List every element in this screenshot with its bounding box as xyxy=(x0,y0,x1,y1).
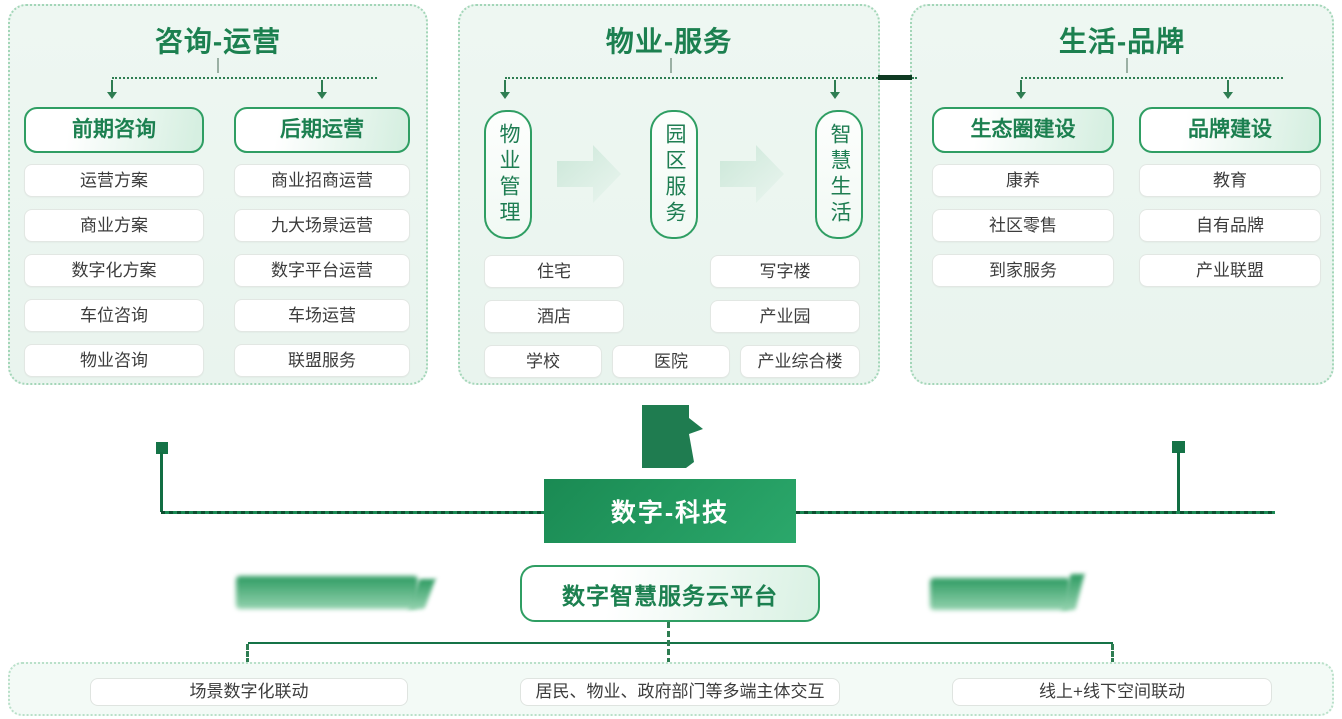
bottom-capability-band: 场景数字化联动 居民、物业、政府部门等多端主体交互 线上+线下空间联动 xyxy=(8,662,1334,716)
node-office-building: 写字楼 xyxy=(710,255,860,288)
branch-drop-line xyxy=(1020,80,1022,92)
connector-node-square xyxy=(1172,441,1185,453)
node-commerce-investment: 商业招商运营 xyxy=(234,164,410,197)
bottom-drop-line xyxy=(246,644,249,664)
node-alliance-service: 联盟服务 xyxy=(234,344,410,377)
stage-property-management: 物业管理 xyxy=(484,110,532,239)
connector-line xyxy=(796,511,1275,514)
panel-life-title: 生活-品牌 xyxy=(1058,26,1186,57)
header-later-operations: 后期运营 xyxy=(234,107,410,153)
node-industry-alliance: 产业联盟 xyxy=(1139,254,1321,287)
blurred-watermark-left xyxy=(236,576,418,609)
blurred-watermark-right xyxy=(930,578,1070,610)
stage-smart-life: 智慧生活 xyxy=(815,110,863,239)
title-tick-line xyxy=(1126,58,1128,73)
cloud-platform-box: 数字智慧服务云平台 xyxy=(520,565,820,622)
node-home-service: 到家服务 xyxy=(932,254,1114,287)
node-operation-plan: 运营方案 xyxy=(24,164,204,197)
header-brand-building: 品牌建设 xyxy=(1139,107,1321,153)
arrow-down-icon xyxy=(500,92,510,99)
stage-park-service: 园区服务 xyxy=(650,110,698,239)
branch-drop-line xyxy=(504,80,506,92)
node-business-plan: 商业方案 xyxy=(24,209,204,242)
node-digital-plan: 数字化方案 xyxy=(24,254,204,287)
branch-drop-line xyxy=(834,80,836,92)
connector-node-square xyxy=(156,442,168,454)
panel-consulting-operations: 咨询-运营 前期咨询 后期运营 运营方案 商业方案 数字化方案 车位咨询 物业咨… xyxy=(8,4,428,385)
panel-link-segment xyxy=(878,75,912,80)
node-scene-digital-linkage: 场景数字化联动 xyxy=(90,678,408,706)
node-hospital: 医院 xyxy=(612,345,730,378)
dotted-branch-line xyxy=(112,77,377,79)
connector-line xyxy=(160,452,163,512)
abstract-green-shape-icon xyxy=(642,405,703,468)
arrow-down-icon xyxy=(1223,92,1233,99)
node-online-offline-linkage: 线上+线下空间联动 xyxy=(952,678,1272,706)
node-nine-scenes: 九大场景运营 xyxy=(234,209,410,242)
arrow-down-icon xyxy=(1016,92,1026,99)
bottom-bus-line xyxy=(248,642,1113,644)
dotted-branch-line xyxy=(505,77,917,79)
panel-life-brand: 生活-品牌 生态圈建设 品牌建设 康养 社区零售 到家服务 教育 自有品牌 产业… xyxy=(910,4,1334,385)
arrow-down-icon xyxy=(317,92,327,99)
node-carpark-operation: 车场运营 xyxy=(234,299,410,332)
digital-tech-block: 数字-科技 xyxy=(544,479,796,543)
node-industrial-park: 产业园 xyxy=(710,300,860,333)
flow-right-arrow-icon xyxy=(720,145,784,203)
node-parking-consult: 车位咨询 xyxy=(24,299,204,332)
branch-drop-line xyxy=(321,80,323,92)
node-residence: 住宅 xyxy=(484,255,624,288)
node-multi-terminal-interaction: 居民、物业、政府部门等多端主体交互 xyxy=(520,678,840,706)
header-early-consulting: 前期咨询 xyxy=(24,107,204,153)
node-industrial-complex: 产业综合楼 xyxy=(740,345,860,378)
node-education: 教育 xyxy=(1139,164,1321,197)
node-digital-platform-op: 数字平台运营 xyxy=(234,254,410,287)
branch-drop-line xyxy=(111,80,113,92)
panel-consulting-title: 咨询-运营 xyxy=(154,26,282,57)
arrow-down-icon xyxy=(830,92,840,99)
title-tick-line xyxy=(670,58,672,73)
arrow-down-icon xyxy=(107,92,117,99)
connector-line xyxy=(1177,452,1180,512)
panel-property-service: 物业-服务 物业管理 园区服务 智慧生活 住宅 写字楼 酒店 产业园 学校 医院… xyxy=(458,4,880,385)
node-school: 学校 xyxy=(484,345,602,378)
node-health-care: 康养 xyxy=(932,164,1114,197)
bottom-drop-line xyxy=(1111,644,1114,664)
node-community-retail: 社区零售 xyxy=(932,209,1114,242)
node-own-brand: 自有品牌 xyxy=(1139,209,1321,242)
header-ecosystem-building: 生态圈建设 xyxy=(932,107,1114,153)
branch-drop-line xyxy=(1227,80,1229,92)
dotted-branch-line xyxy=(1021,77,1283,79)
panel-property-title: 物业-服务 xyxy=(605,26,733,57)
title-tick-line xyxy=(217,58,219,73)
connector-line xyxy=(161,511,544,514)
node-hotel: 酒店 xyxy=(484,300,624,333)
node-property-consult: 物业咨询 xyxy=(24,344,204,377)
platform-drop-line xyxy=(667,622,670,664)
flow-right-arrow-icon xyxy=(557,145,621,203)
